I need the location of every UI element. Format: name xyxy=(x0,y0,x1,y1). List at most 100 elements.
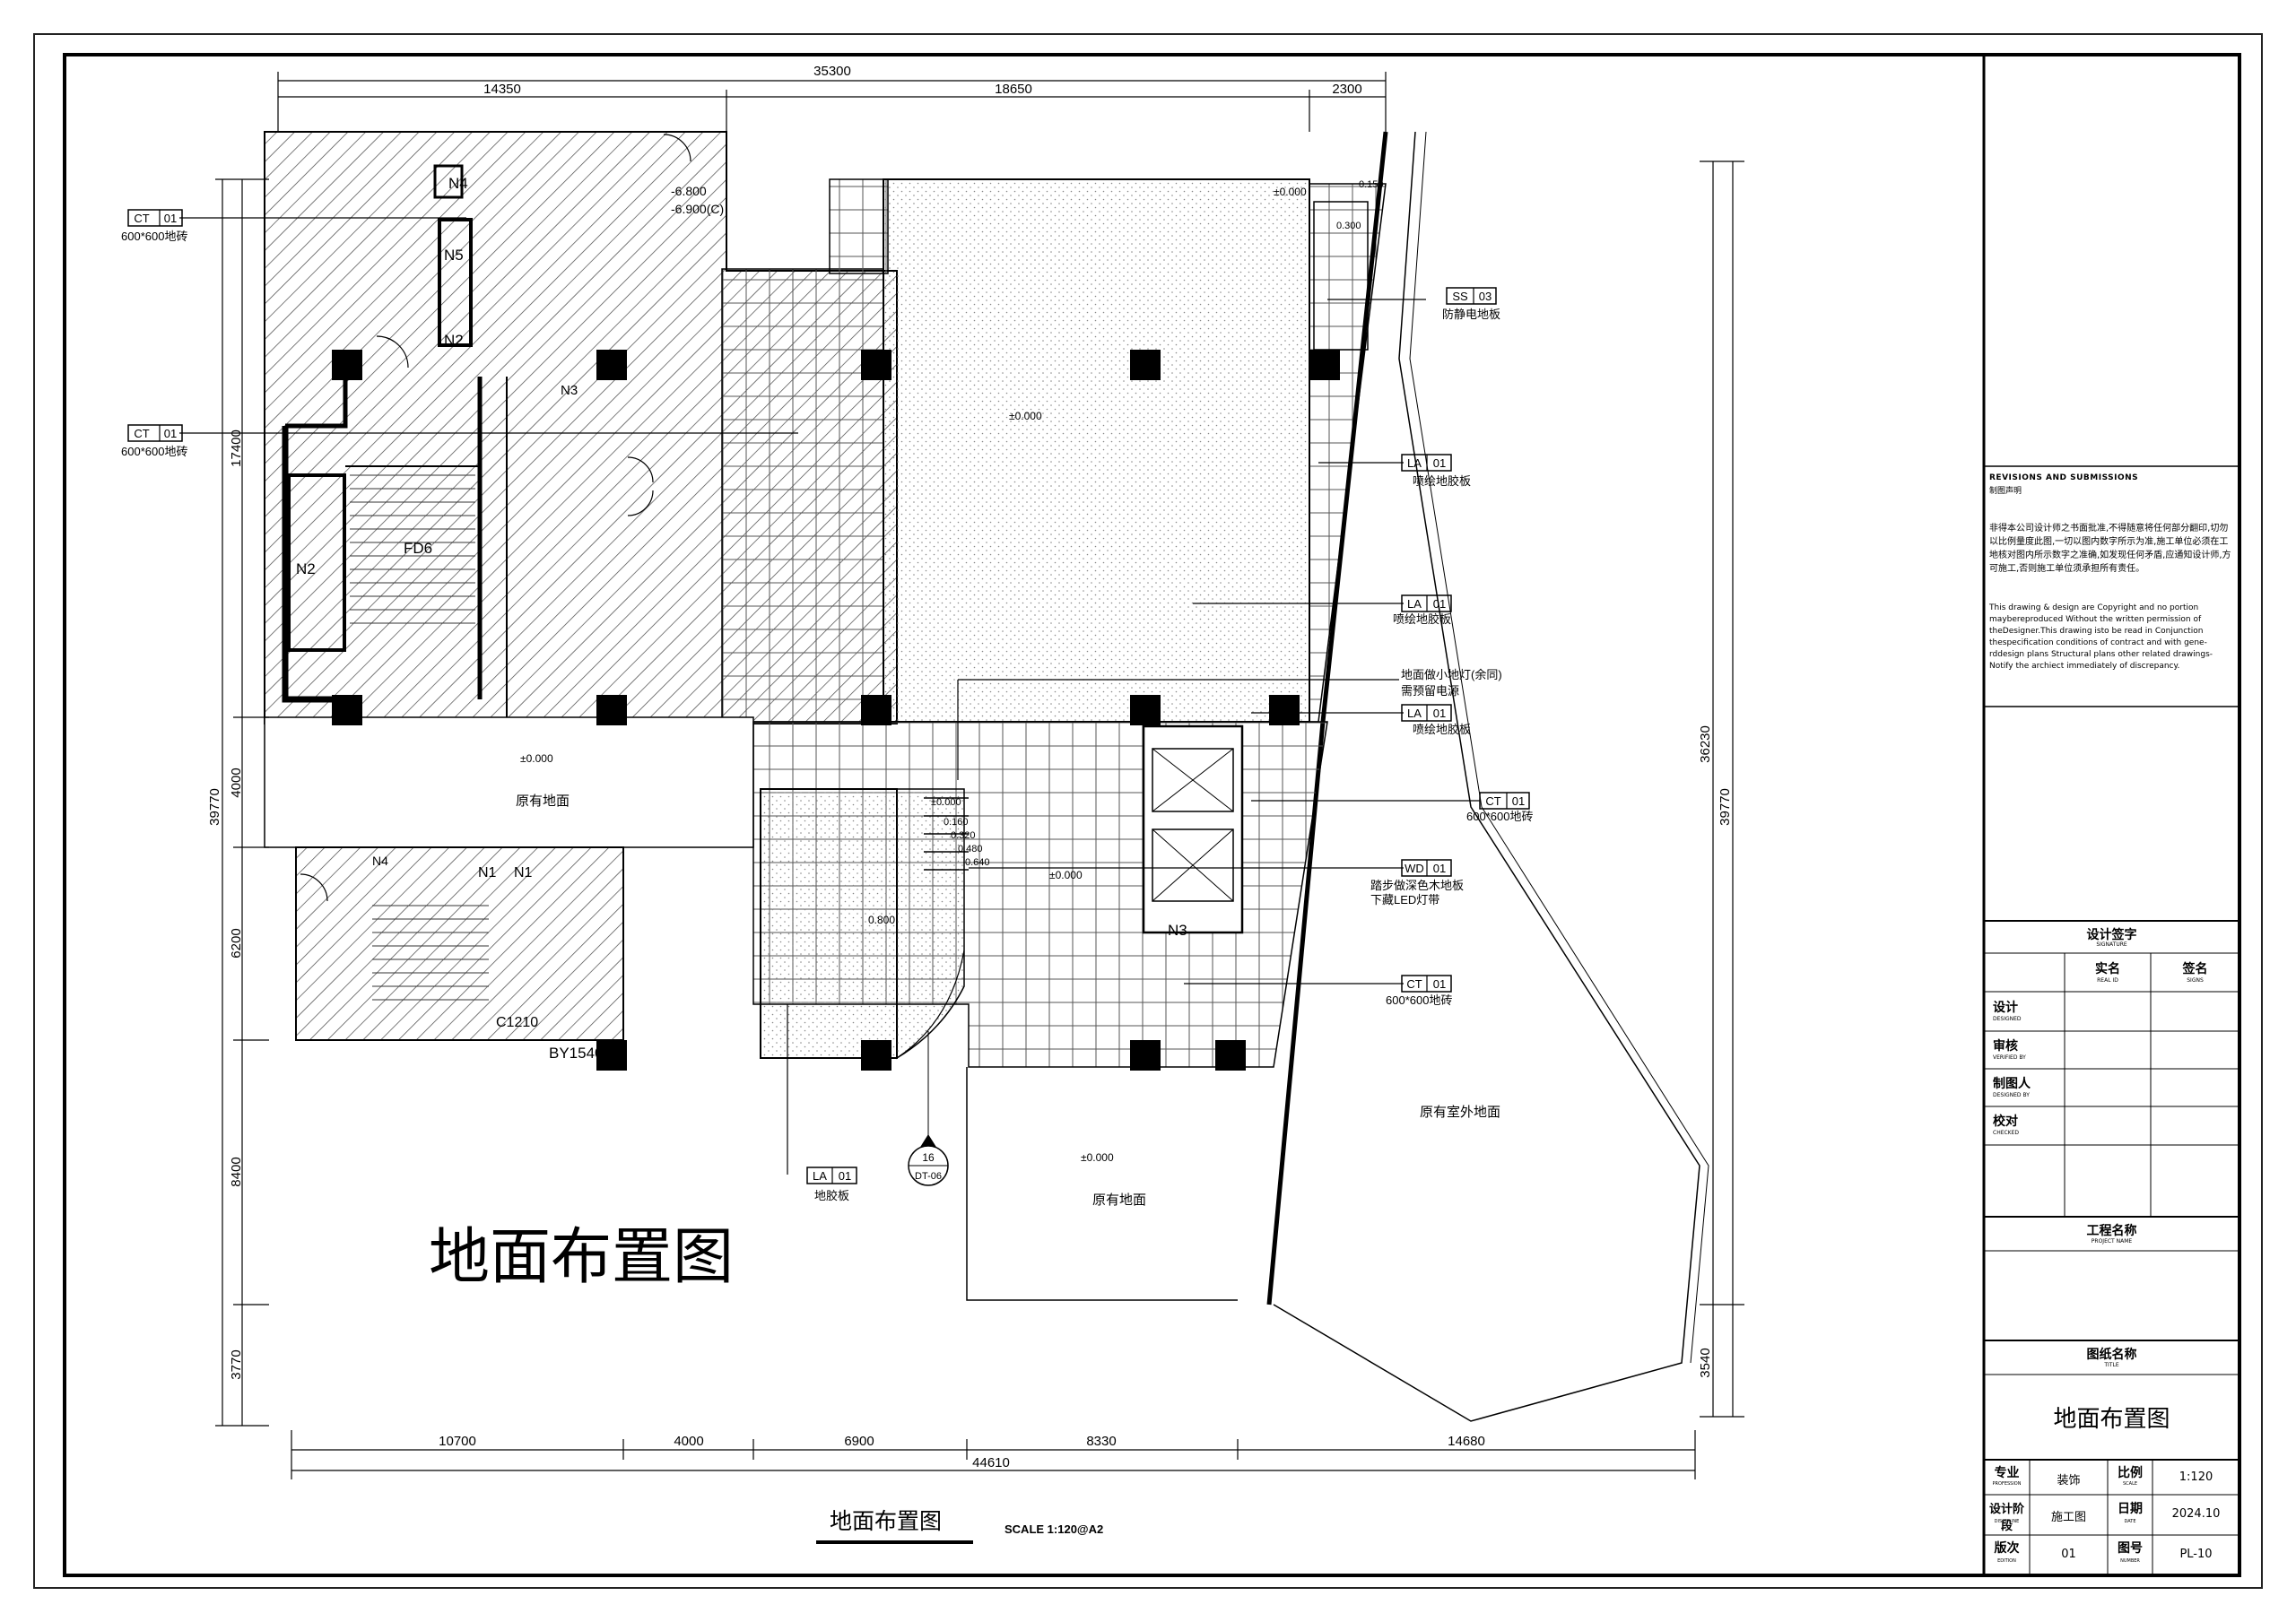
real-name-header: 实名 xyxy=(2095,962,2120,976)
real-name-header-en: REAL ID xyxy=(2097,977,2118,984)
stage-steps xyxy=(924,797,969,871)
title-block-grid xyxy=(1984,465,2239,1575)
tag-ct-3: CT xyxy=(1485,794,1500,808)
room-existing-1: 原有地面 xyxy=(516,794,570,809)
date-label: 日期 xyxy=(2118,1502,2143,1516)
tag-ct-2-num: 01 xyxy=(164,427,177,440)
project-name-label: 工程名称 xyxy=(2086,1224,2137,1238)
inner-border xyxy=(63,53,2241,1577)
level-hall-top: ±0.000 xyxy=(1274,186,1307,198)
sign-name-header-en: SIGNS xyxy=(2187,977,2204,984)
design-label-en: DESIGNED xyxy=(1993,1016,2022,1022)
edition-label-en: EDITION xyxy=(1997,1558,2016,1564)
material-tags xyxy=(127,209,1530,1184)
signature-heading: 设计签字 xyxy=(2086,928,2137,942)
stage-value: 施工图 xyxy=(2050,1511,2086,1524)
drawing-title-label: 图纸名称 xyxy=(2086,1348,2137,1362)
level-lower: ±0.000 xyxy=(1081,1151,1114,1164)
copyright-notice-en: This drawing & design are Copyright and … xyxy=(1989,603,2213,671)
tag-ct-3-num: 01 xyxy=(1512,794,1525,808)
section-number: 16 xyxy=(922,1151,935,1164)
stage-curve xyxy=(896,788,965,1060)
mark-n4-a: N4 xyxy=(448,175,468,192)
date-label-en: DATE xyxy=(2124,1519,2136,1524)
footer-scale: SCALE 1:120@A2 xyxy=(1004,1522,1103,1536)
dimension-labels: 35300 14350 18650 2300 10700 4000 6900 8… xyxy=(207,64,1733,1470)
verify-label: 审核 xyxy=(1993,1039,2018,1054)
profession-label: 专业 xyxy=(1994,1466,2020,1480)
room-outdoor: 原有室外地面 xyxy=(1420,1105,1500,1120)
tag-la-2-num: 01 xyxy=(1433,597,1446,611)
level-step-1: 0.160 xyxy=(944,817,969,828)
note-spray-3: 喷绘地胶板 xyxy=(1413,723,1471,736)
level-hall: ±0.000 xyxy=(1009,410,1042,422)
number-label: 图号 xyxy=(2118,1541,2143,1556)
tag-wd-num: 01 xyxy=(1433,862,1446,875)
dim-bottom-total: 44610 xyxy=(972,1455,1010,1470)
tag-ss: SS xyxy=(1452,290,1468,303)
note-antistatic: 防静电地板 xyxy=(1442,308,1500,321)
dim-bottom-1: 10700 xyxy=(439,1434,476,1449)
tag-la-3-num: 01 xyxy=(1433,707,1446,720)
plan-big-title: 地面布置图 xyxy=(429,1222,734,1293)
dim-left-1: 17400 xyxy=(229,429,244,467)
dimensions xyxy=(215,72,1744,1479)
tag-la-3: LA xyxy=(1407,707,1422,720)
stage-label: 设计阶段 xyxy=(1988,1503,2024,1533)
number-label-en: NUMBER xyxy=(2120,1558,2140,1564)
dim-left-total: 39770 xyxy=(207,788,222,826)
interior-walls xyxy=(282,164,508,717)
tag-la-1: LA xyxy=(1407,456,1422,470)
room-existing-2: 原有地面 xyxy=(1092,1193,1146,1208)
tag-la-1-num: 01 xyxy=(1433,456,1446,470)
dim-right-total: 39770 xyxy=(1718,788,1733,826)
dim-bottom-5: 14680 xyxy=(1448,1434,1485,1449)
main-hall xyxy=(883,178,1310,723)
revisions-heading-cn: 制图声明 xyxy=(1989,487,2022,496)
mark-fd6: FD6 xyxy=(404,540,432,557)
tag-ct-1-num: 01 xyxy=(164,212,177,225)
number-value: PL-10 xyxy=(2179,1548,2213,1561)
antistatic-zone xyxy=(1313,201,1369,351)
drafter-label: 制图人 xyxy=(1993,1077,2031,1091)
mark-n5: N5 xyxy=(444,247,464,264)
design-label: 设计 xyxy=(1993,1001,2018,1015)
level-existing: ±0.000 xyxy=(520,752,553,765)
sign-name-header: 签名 xyxy=(2182,962,2208,976)
note-tile-4: 600*600地砖 xyxy=(1386,993,1452,1007)
scale-label-en: SCALE xyxy=(2122,1481,2138,1487)
edition-label: 版次 xyxy=(1994,1541,2020,1556)
stair-block xyxy=(295,846,624,1041)
footer-title: 地面布置图 xyxy=(830,1509,942,1534)
door-swings xyxy=(300,134,965,1059)
note-tile-1: 600*600地砖 xyxy=(121,230,187,243)
plan-footer: 地面布置图 SCALE 1:120@A2 xyxy=(816,1509,1103,1544)
edition-value: 01 xyxy=(2061,1548,2076,1561)
tag-ss-num: 03 xyxy=(1479,290,1492,303)
level-stage: 0.800 xyxy=(868,914,895,926)
tag-ct-4-num: 01 xyxy=(1433,977,1446,991)
revisions-heading: REVISIONS AND SUBMISSIONS xyxy=(1989,473,2139,482)
dim-top-1: 14350 xyxy=(483,82,521,97)
date-value: 2024.10 xyxy=(2171,1507,2221,1521)
tag-wd: WD xyxy=(1405,862,1424,875)
plan-floor-areas xyxy=(264,131,1709,1422)
mark-n3-b: N3 xyxy=(1168,922,1187,939)
profession-value: 装饰 xyxy=(2057,1474,2081,1488)
section-ref: DT-06 xyxy=(915,1171,942,1182)
note-floor-light-1: 地面做小地灯(余同) xyxy=(1401,668,1502,681)
mark-n2-b: N2 xyxy=(296,560,316,577)
level-step-2: 0.320 xyxy=(951,830,976,841)
section-marker: 16 DT-06 xyxy=(908,1031,949,1186)
dim-bottom-3: 6900 xyxy=(844,1434,874,1449)
note-step-wood-2: 下藏LED灯带 xyxy=(1370,893,1439,906)
level-minus6800: -6.800 xyxy=(671,184,707,198)
tag-la-4-num: 01 xyxy=(839,1169,851,1183)
note-tile-2: 600*600地砖 xyxy=(121,445,187,458)
mark-n4-b: N4 xyxy=(372,854,388,868)
tag-ct-4: CT xyxy=(1406,977,1422,991)
level-step-3: 0.480 xyxy=(958,844,983,854)
note-rubber: 地胶板 xyxy=(814,1189,849,1202)
dim-top-3: 2300 xyxy=(1332,82,1361,97)
